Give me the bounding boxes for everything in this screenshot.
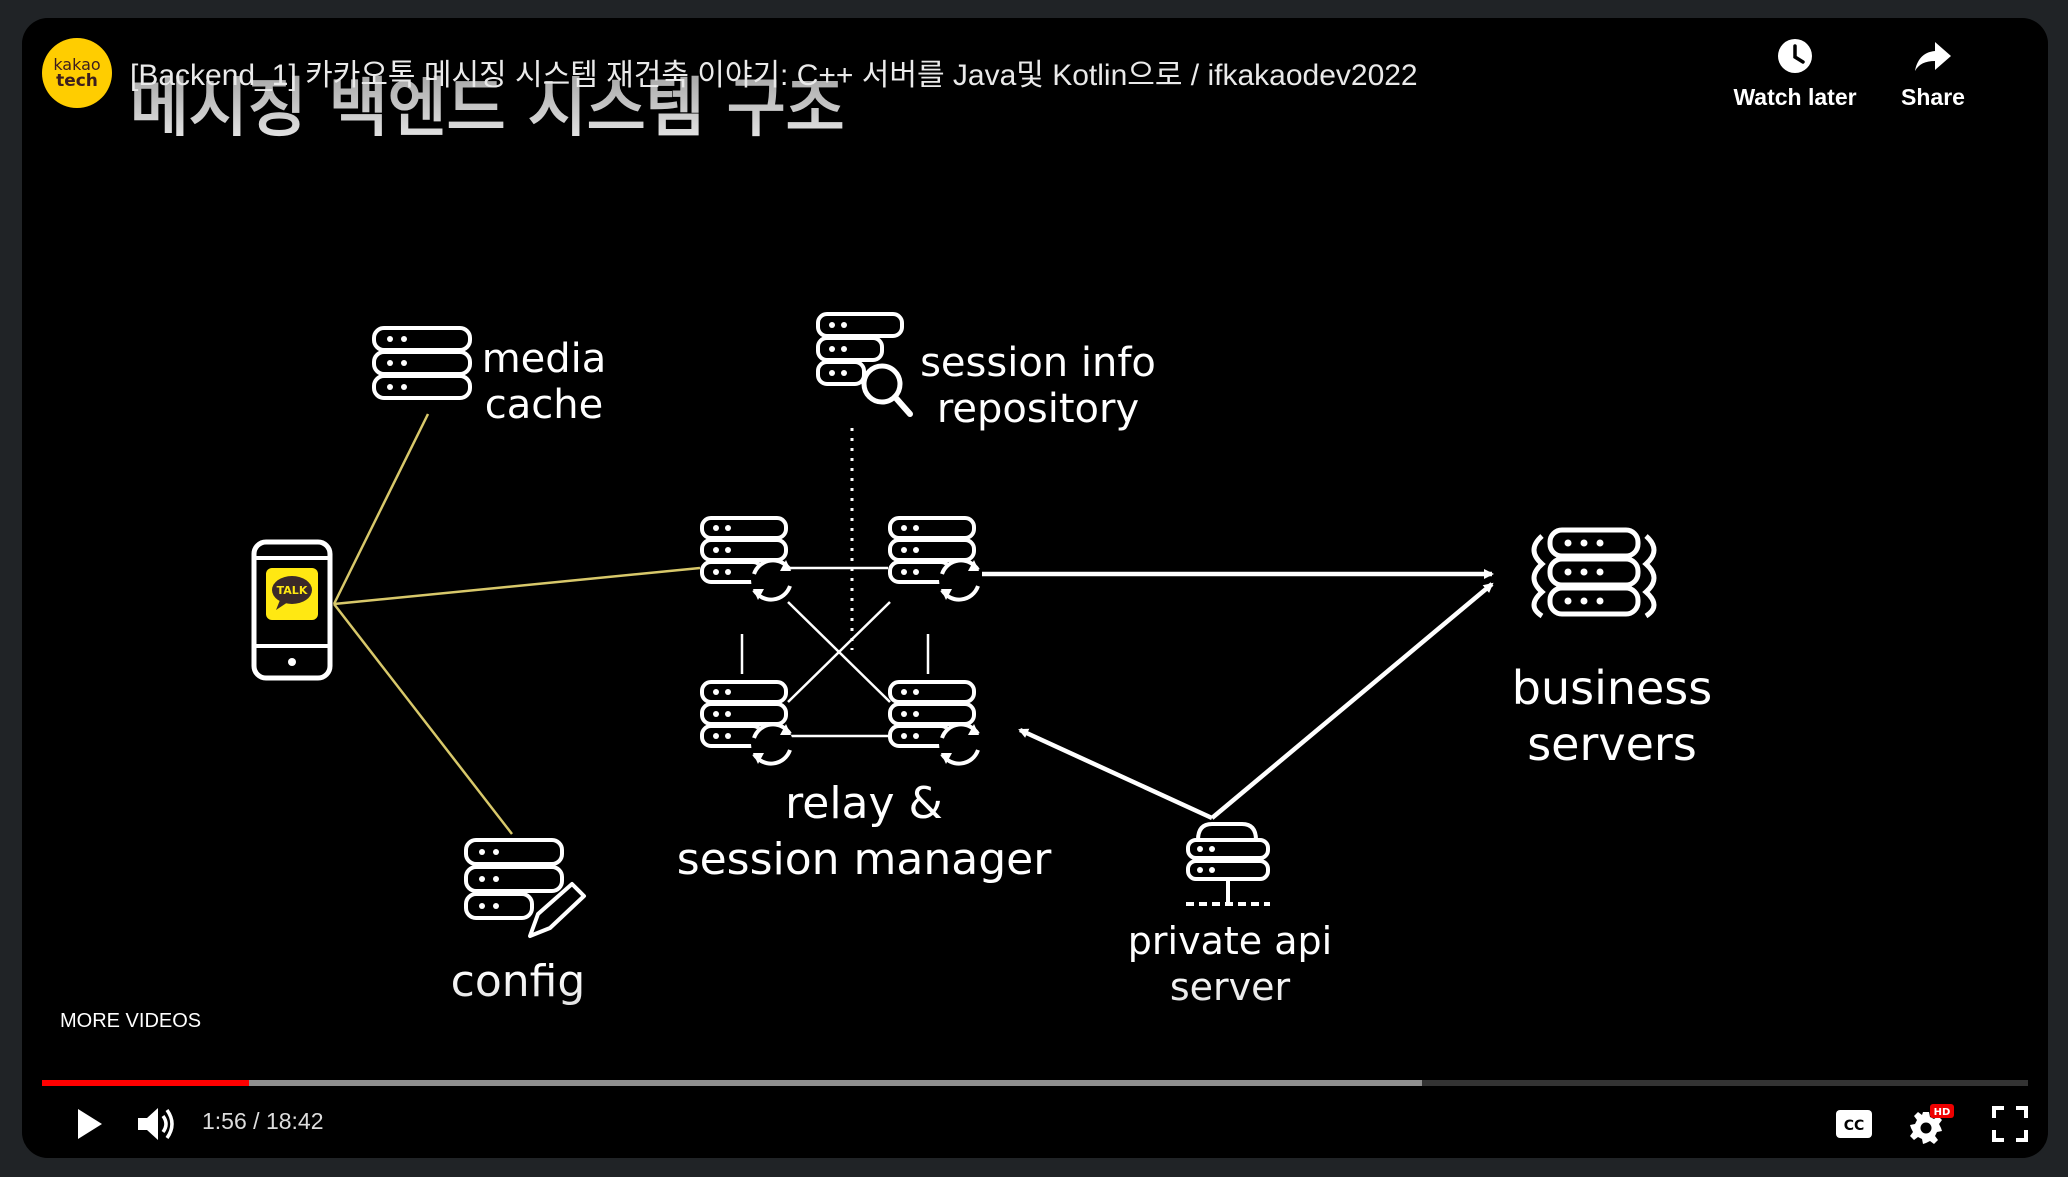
progress-played [42, 1080, 249, 1086]
captions-button[interactable]: CC [1834, 1106, 1874, 1146]
share-arrow-icon [1915, 42, 1951, 71]
business-label-1: business [1512, 661, 1713, 715]
private-api-label-1: private api [1128, 919, 1332, 963]
svg-text:CC: CC [1844, 1118, 1865, 1134]
video-frame: 메시징 백엔드 시스템 구조 TALK media cache [130, 72, 1713, 1009]
duration: 18:42 [265, 1108, 324, 1134]
config-label: config [451, 956, 586, 1007]
play-icon [78, 1109, 102, 1139]
private-api-server-icon [1186, 822, 1270, 906]
client-links [332, 413, 701, 835]
fullscreen-button[interactable] [1990, 1104, 2030, 1148]
time-display: 1:56 / 18:42 [202, 1108, 324, 1135]
watch-later-button[interactable]: Watch later [1730, 36, 1860, 111]
business-servers-icon [1531, 527, 1657, 619]
relay-label-1: relay & [785, 778, 943, 829]
captions-icon: CC [1836, 1110, 1872, 1138]
session-info-label-2: repository [937, 386, 1139, 432]
phone-icon: TALK [251, 539, 333, 681]
private-api-label-2: server [1170, 965, 1291, 1009]
current-time: 1:56 [202, 1108, 247, 1134]
volume-icon [138, 1108, 174, 1140]
mute-button[interactable] [134, 1102, 180, 1150]
relay-mesh [740, 566, 930, 738]
clock-icon [1778, 39, 1812, 73]
settings-button[interactable]: HD [1906, 1102, 1956, 1152]
fullscreen-icon [1992, 1106, 2028, 1142]
session-info-label-1: session info [920, 340, 1156, 386]
relay-node-icon [888, 680, 983, 767]
session-info-icon [816, 312, 913, 417]
relay-node-icon [700, 680, 795, 767]
progress-buffered [42, 1080, 1423, 1086]
share-label: Share [1901, 84, 1965, 110]
media-cache-label-2: cache [485, 382, 603, 428]
talk-badge: TALK [277, 584, 308, 597]
channel-avatar-line1: kakao [53, 55, 101, 74]
channel-avatar-line2: tech [56, 71, 98, 91]
video-title[interactable]: [Backend_1] 카카오톡 메시징 시스템 재건축 이야기: C++ 서버… [130, 59, 1418, 92]
watch-later-label: Watch later [1733, 84, 1857, 110]
relay-node-icon [700, 516, 795, 603]
settings-gear-icon: HD [1910, 1104, 1954, 1144]
relay-label-2: session manager [677, 834, 1053, 885]
flow-arrows [982, 569, 1494, 821]
progress-bar[interactable] [42, 1080, 2028, 1086]
relay-node-icon [888, 516, 983, 603]
time-separator: / [246, 1108, 266, 1134]
more-videos-button[interactable]: MORE VIDEOS [60, 1010, 202, 1032]
config-icon [464, 838, 586, 938]
business-label-2: servers [1527, 717, 1697, 771]
hd-badge: HD [1934, 1107, 1951, 1118]
play-button[interactable] [66, 1104, 110, 1148]
video-player[interactable]: 메시징 백엔드 시스템 구조 TALK media cache [22, 18, 2048, 1158]
share-button[interactable]: Share [1868, 36, 1998, 111]
media-cache-icon [372, 326, 472, 400]
channel-avatar[interactable]: kakao tech [42, 38, 112, 108]
media-cache-label-1: media [482, 336, 607, 382]
